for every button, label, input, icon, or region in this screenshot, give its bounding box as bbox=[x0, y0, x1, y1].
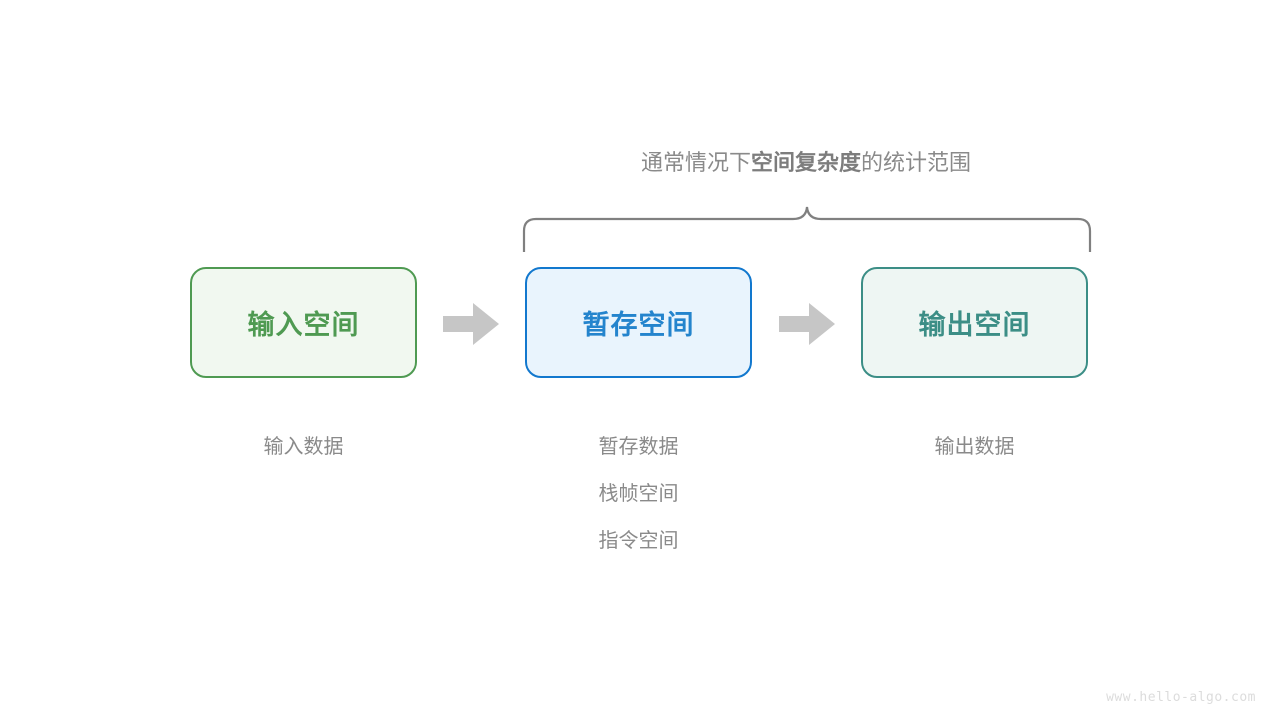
output-space-box: 输出空间 bbox=[861, 267, 1088, 378]
list-item: 指令空间 bbox=[598, 530, 679, 552]
input-space-box: 输入空间 bbox=[190, 267, 417, 378]
output-space-label: 输出空间 bbox=[918, 310, 1031, 340]
scope-caption-suffix: 的统计范围 bbox=[861, 150, 972, 175]
buffer-space-label: 暂存空间 bbox=[582, 310, 695, 340]
input-notes-list: 输入数据 bbox=[190, 424, 417, 471]
site-watermark: www.hello-algo.com bbox=[1106, 690, 1256, 705]
flow-arrow-right-icon bbox=[443, 303, 499, 345]
list-item: 输出数据 bbox=[934, 436, 1015, 458]
list-item: 输入数据 bbox=[263, 436, 344, 458]
buffer-space-box: 暂存空间 bbox=[525, 267, 752, 378]
scope-caption-emphasis: 空间复杂度 bbox=[750, 150, 861, 175]
scope-brace-icon bbox=[522, 206, 1092, 252]
flow-arrow-right-icon bbox=[779, 303, 835, 345]
scope-caption-prefix: 通常情况下 bbox=[640, 150, 751, 175]
scope-caption: 通常情况下空间复杂度的统计范围 bbox=[506, 148, 1106, 178]
buffer-notes-list: 暂存数据 栈帧空间 指令空间 bbox=[525, 424, 752, 565]
input-space-label: 输入空间 bbox=[247, 310, 360, 340]
list-item: 栈帧空间 bbox=[598, 483, 679, 505]
list-item: 暂存数据 bbox=[598, 436, 679, 458]
output-notes-list: 输出数据 bbox=[861, 424, 1088, 471]
